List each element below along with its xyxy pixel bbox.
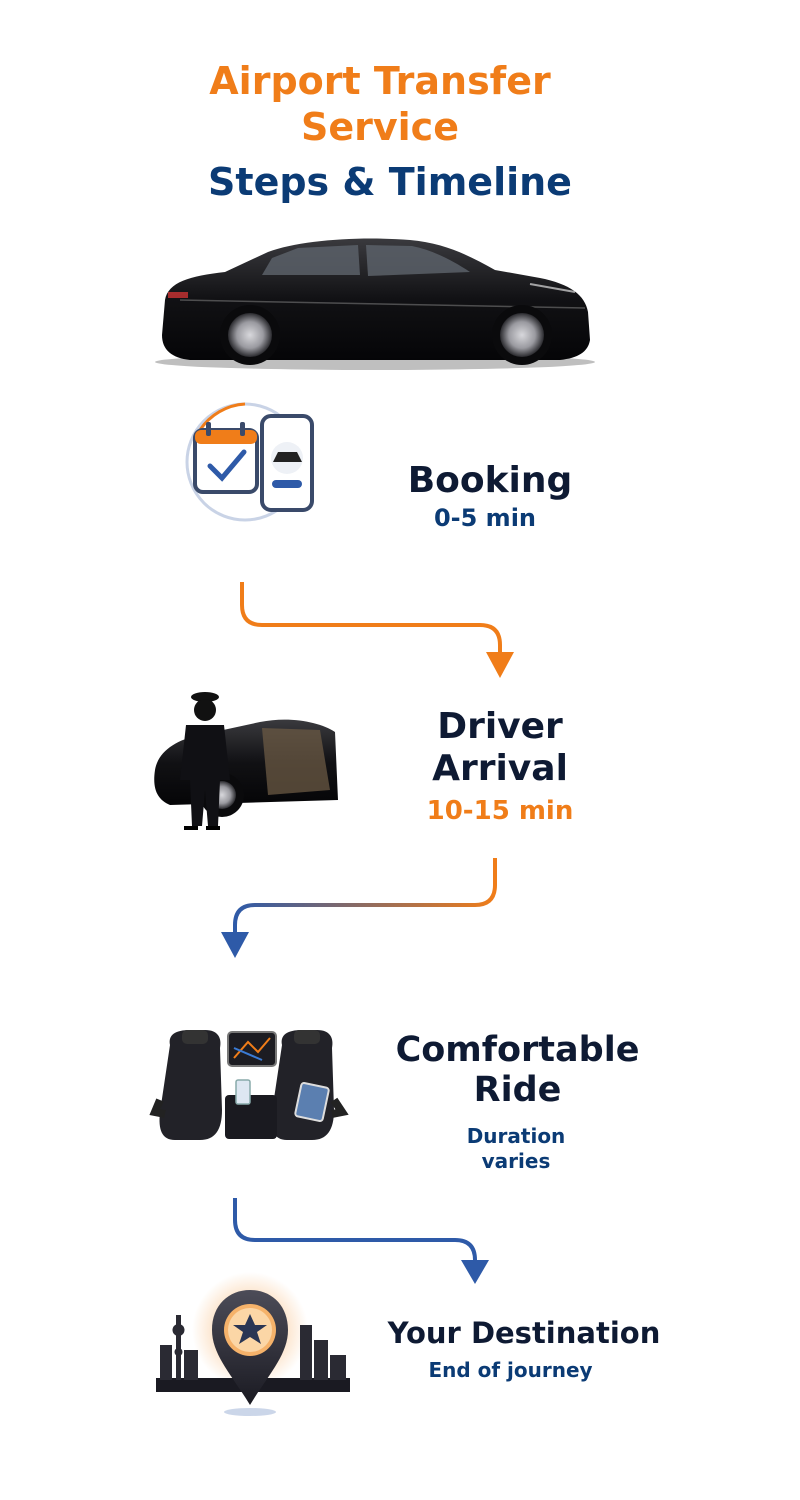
destination-pin-skyline-icon [156, 1272, 350, 1416]
step-comfortable-ride-title-line-1: Comfortable [395, 1030, 640, 1070]
page-title: Airport Transfer Service [140, 58, 620, 150]
step-destination-title: Your Destination [387, 1316, 661, 1350]
chauffeur-car-icon [154, 692, 338, 830]
flow-arrow-1 [240, 582, 514, 678]
step-driver-arrival-title: Driver Arrival [395, 706, 605, 790]
car-interior-seats-icon [149, 1030, 349, 1140]
booking-calendar-phone-icon [185, 402, 314, 522]
flow-arrow-2 [221, 858, 497, 958]
flow-arrow-3 [233, 1198, 489, 1284]
page-subtitle: Steps & Timeline [208, 160, 572, 204]
hero-sedan-icon [155, 238, 595, 370]
step-booking-title: Booking [407, 460, 573, 501]
step-driver-arrival-title-line-1: Driver [437, 706, 563, 747]
step-destination-time: End of journey [428, 1358, 593, 1382]
step-driver-arrival-title-line-2: Arrival [432, 748, 568, 789]
step-driver-arrival-time: 10-15 min [426, 796, 574, 826]
step-comfortable-ride-title-line-2: Ride [473, 1070, 562, 1110]
step-comfortable-ride-title: Comfortable Ride [380, 1030, 655, 1110]
page-title-line-1: Airport Transfer [209, 59, 551, 103]
step-comfortable-ride-time-line-2: varies [481, 1149, 551, 1173]
step-booking-time: 0-5 min [433, 504, 537, 532]
step-comfortable-ride-time: Duration varies [436, 1124, 596, 1174]
page-title-line-2: Service [301, 105, 459, 149]
step-comfortable-ride-time-line-1: Duration [466, 1124, 566, 1148]
